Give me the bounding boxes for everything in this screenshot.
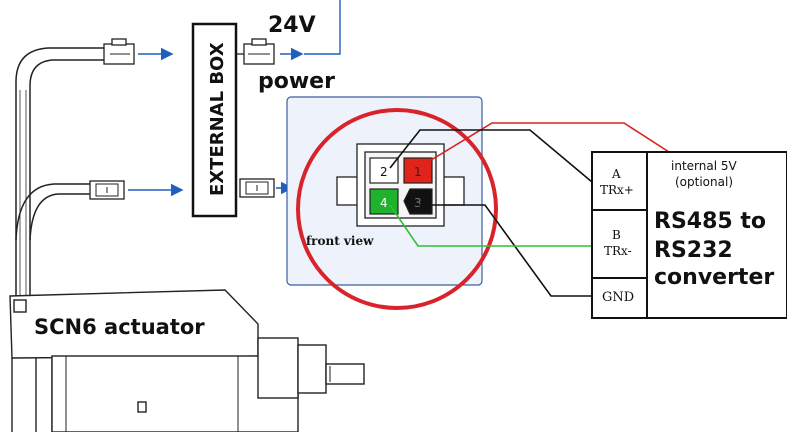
converter-title-line1: RS485 to (654, 209, 766, 234)
actuator-cable (15, 47, 108, 300)
svg-text:4: 4 (380, 196, 388, 210)
actuator-cable-lower (15, 183, 92, 241)
external-box (191, 22, 238, 218)
wire-black-pin3 (418, 204, 592, 297)
external-box-label: EXTERNAL BOX (207, 42, 228, 196)
actuator-body (9, 289, 365, 432)
cable-connector-lower (89, 180, 125, 200)
svg-text:2: 2 (380, 165, 388, 179)
internal-5v-line1: internal 5V (671, 159, 737, 173)
wire-green (389, 204, 592, 247)
pin-gnd-label: GND (602, 290, 634, 305)
converter-box (591, 151, 787, 319)
actuator-label: SCN6 actuator (34, 315, 205, 339)
pin-a-signal: TRx+ (600, 183, 634, 197)
pin-1: 1 (403, 157, 433, 184)
wire-red (417, 122, 701, 173)
svg-text:1: 1 (414, 165, 422, 179)
front-view-label: front view (306, 234, 374, 248)
pin-b-signal: TRx- (604, 244, 632, 258)
pin-3: 3 (403, 188, 433, 215)
converter-title-line2: RS232 (654, 238, 733, 263)
power-line (304, 0, 341, 55)
pin-2: 2 (369, 157, 399, 184)
wire-black-pin2 (389, 129, 593, 183)
highlight-circle (296, 108, 498, 310)
power-connector (236, 38, 275, 65)
cable-connector-top (103, 38, 135, 65)
internal-5v-line2: (optional) (675, 175, 733, 189)
power-voltage: 24V (268, 13, 316, 38)
svg-text:3: 3 (414, 196, 422, 210)
pin-a-letter: A (611, 167, 621, 181)
power-label: power (258, 69, 335, 94)
pin-b-letter: B (612, 228, 621, 242)
box-output-connector (239, 178, 275, 198)
converter-title-line3: converter (654, 265, 774, 290)
